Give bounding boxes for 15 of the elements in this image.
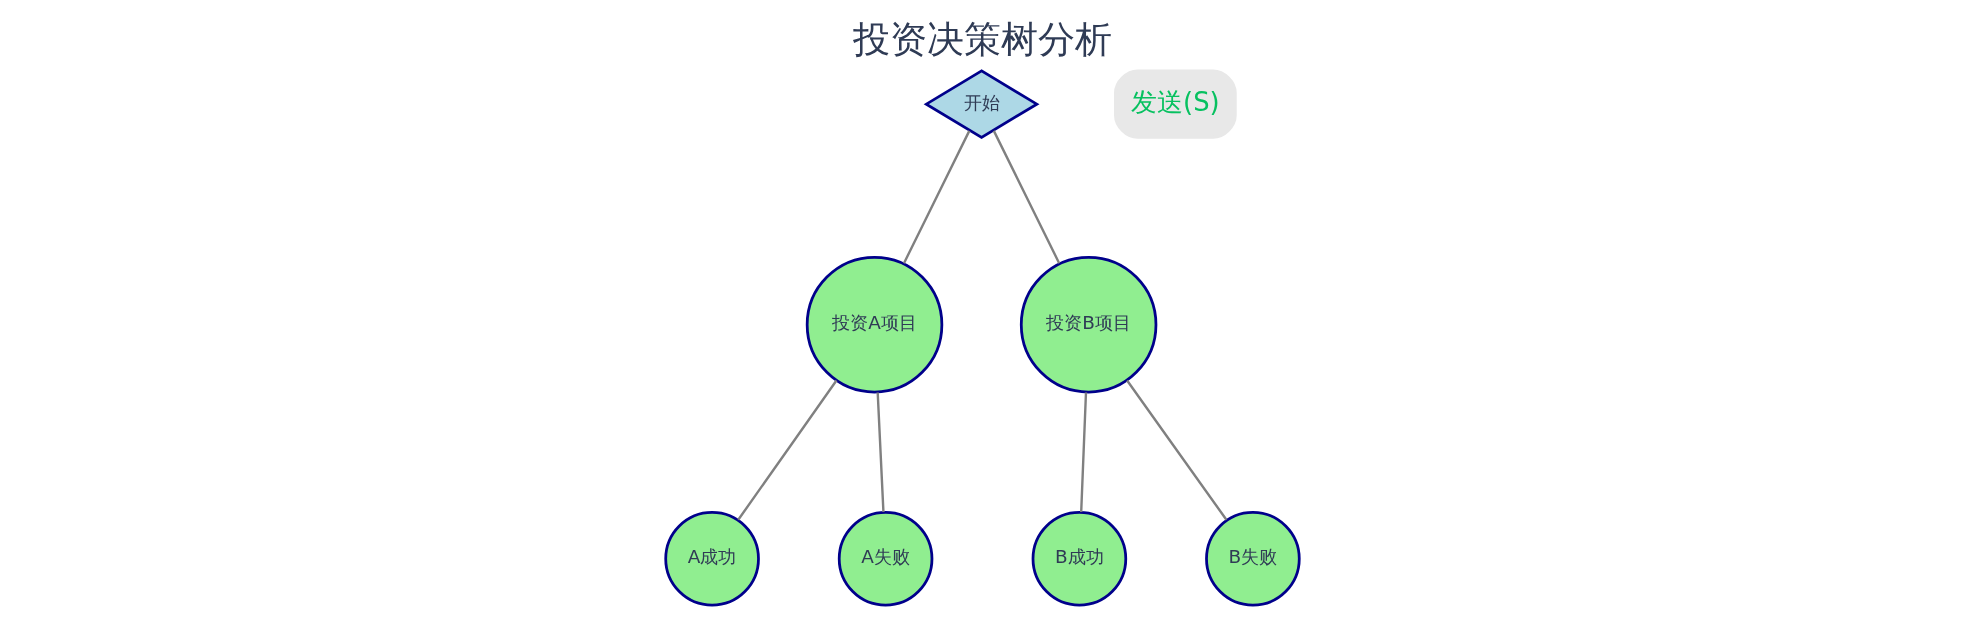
connector bbox=[992, 130, 1061, 264]
node-diamond: 开始 bbox=[923, 69, 1040, 139]
node-circle: 投资A项目 bbox=[805, 255, 944, 394]
node-circle: B成功 bbox=[1031, 510, 1128, 607]
connector bbox=[1126, 379, 1228, 521]
label: 发送(S) bbox=[1131, 86, 1220, 117]
connector bbox=[737, 379, 838, 521]
diagram-title: 投资决策树分析 bbox=[852, 18, 1112, 62]
node-circle: A失败 bbox=[837, 510, 934, 607]
connector bbox=[902, 130, 971, 264]
node-circle: A成功 bbox=[664, 510, 760, 607]
connector bbox=[876, 392, 885, 513]
connector bbox=[1080, 392, 1088, 513]
node-circle: B失败 bbox=[1205, 510, 1301, 607]
node-circle: 投资B项目 bbox=[1019, 255, 1158, 394]
